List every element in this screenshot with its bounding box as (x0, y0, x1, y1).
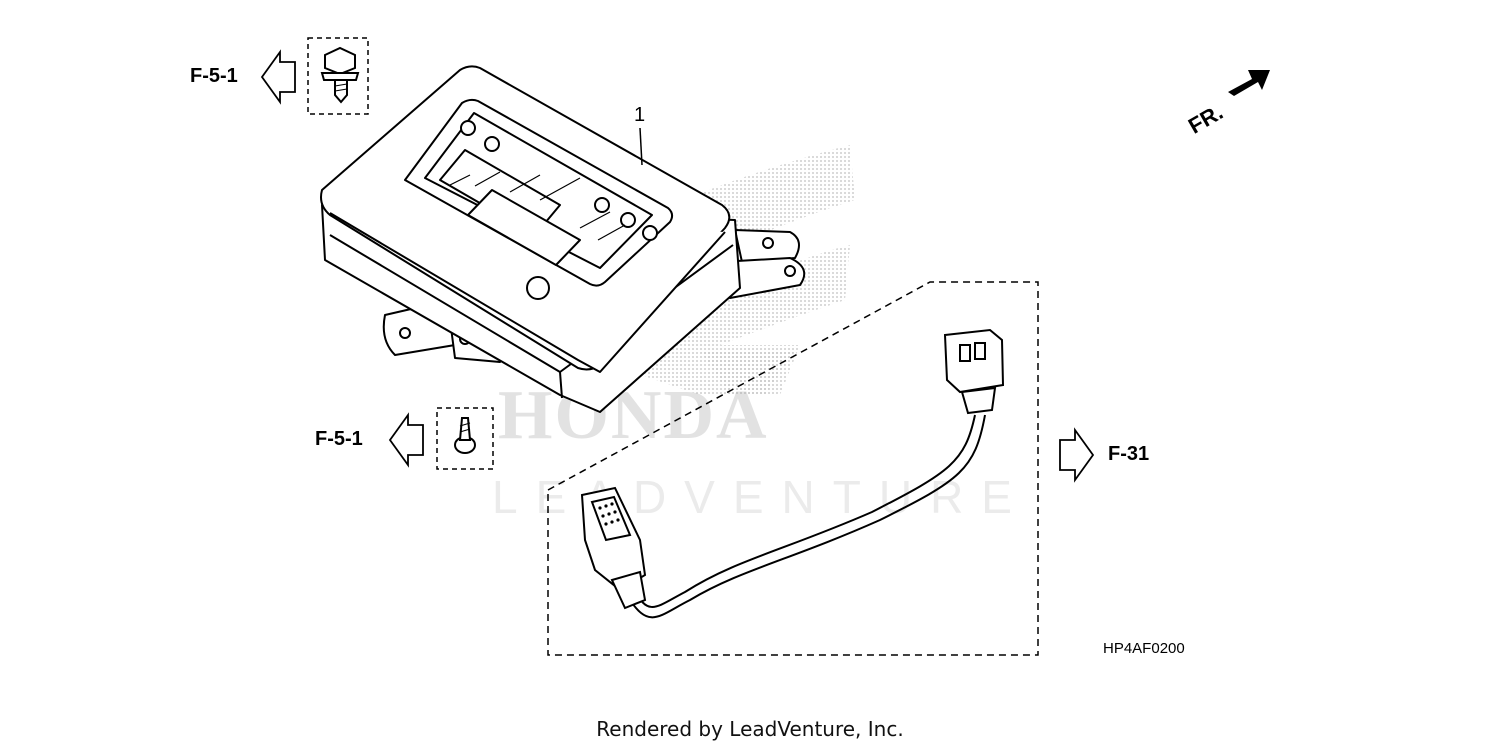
front-arrow-icon (1228, 70, 1270, 96)
ref-label-top: F-5-1 (190, 65, 238, 87)
arrow-right-icon (1059, 427, 1095, 483)
wire-harness (629, 414, 986, 619)
diagram-code: HP4AF0200 (1103, 640, 1185, 657)
bolt-icon (320, 46, 360, 104)
harness-group-box (547, 281, 1039, 656)
part-number-label: 1 (634, 104, 646, 126)
connector-large-icon (580, 486, 647, 610)
arrow-left-icon (388, 412, 424, 468)
screw-icon (454, 417, 476, 454)
connector-pins (598, 502, 620, 526)
display-segments (449, 171, 626, 241)
connector-small-icon (943, 328, 1005, 415)
ref-label-mid: F-5-1 (315, 428, 363, 450)
bolt-group-box (307, 37, 369, 115)
meter-assembly (320, 65, 806, 413)
footer-credit: Rendered by LeadVenture, Inc. (596, 717, 904, 741)
arrow-left-icon (260, 49, 296, 105)
screw-group-box (436, 407, 494, 470)
part-1-leader (639, 127, 643, 166)
ref-label-right: F-31 (1108, 443, 1150, 465)
